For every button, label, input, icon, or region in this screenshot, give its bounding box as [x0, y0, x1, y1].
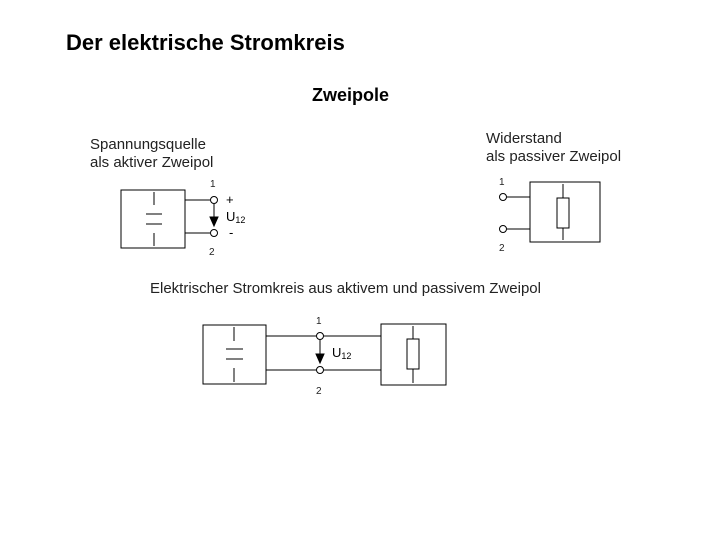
source-voltage-index: 12: [235, 215, 246, 225]
circuit-caption: Elektrischer Stromkreis aus aktivem und …: [150, 280, 541, 297]
resistor-symbol: [507, 181, 601, 243]
source-plus-sign: +: [226, 192, 234, 207]
circuit-terminal-2-label: 2: [316, 386, 322, 397]
circuit-terminal-2-node: [316, 366, 324, 374]
source-voltage-arrow: [209, 204, 219, 228]
resistor-terminal-1-node: [499, 193, 507, 201]
source-label-line2: als aktiver Zweipol: [90, 154, 214, 171]
resistor-label-line1: Widerstand: [486, 130, 562, 147]
source-label: Spannungsquelle als aktiver Zweipol: [90, 136, 213, 172]
circuit-voltage-index: 12: [341, 351, 352, 361]
circuit-voltage-label: U12: [332, 345, 351, 361]
resistor-terminal-1-label: 1: [499, 177, 505, 188]
circuit-resistor-symbol: [324, 323, 447, 386]
resistor-label-line2: als passiver Zweipol: [486, 148, 622, 165]
source-voltage-symbol: U: [226, 209, 236, 224]
circuit-source-symbol: [202, 324, 316, 385]
circuit-terminal-1-node: [316, 332, 324, 340]
circuit-terminal-1-label: 1: [316, 316, 322, 327]
resistor-label: Widerstand als passiver Zweipol: [486, 130, 621, 166]
source-voltage-label: U12: [226, 209, 245, 225]
source-minus-sign: -: [229, 225, 234, 240]
source-label-line1: Spannungsquelle: [90, 136, 206, 153]
section-title: Zweipole: [312, 85, 390, 105]
resistor-terminal-2-node: [499, 225, 507, 233]
page-title: Der elektrische Stromkreis: [66, 30, 345, 55]
resistor-terminal-2-label: 2: [499, 243, 505, 254]
source-terminal-1-label: 1: [210, 179, 216, 190]
voltage-source-symbol: [120, 189, 210, 249]
circuit-voltage-arrow: [315, 340, 325, 365]
source-terminal-2-label: 2: [209, 247, 215, 258]
source-terminal-2-node: [210, 229, 218, 237]
source-terminal-1-node: [210, 196, 218, 204]
circuit-voltage-symbol: U: [332, 345, 342, 360]
